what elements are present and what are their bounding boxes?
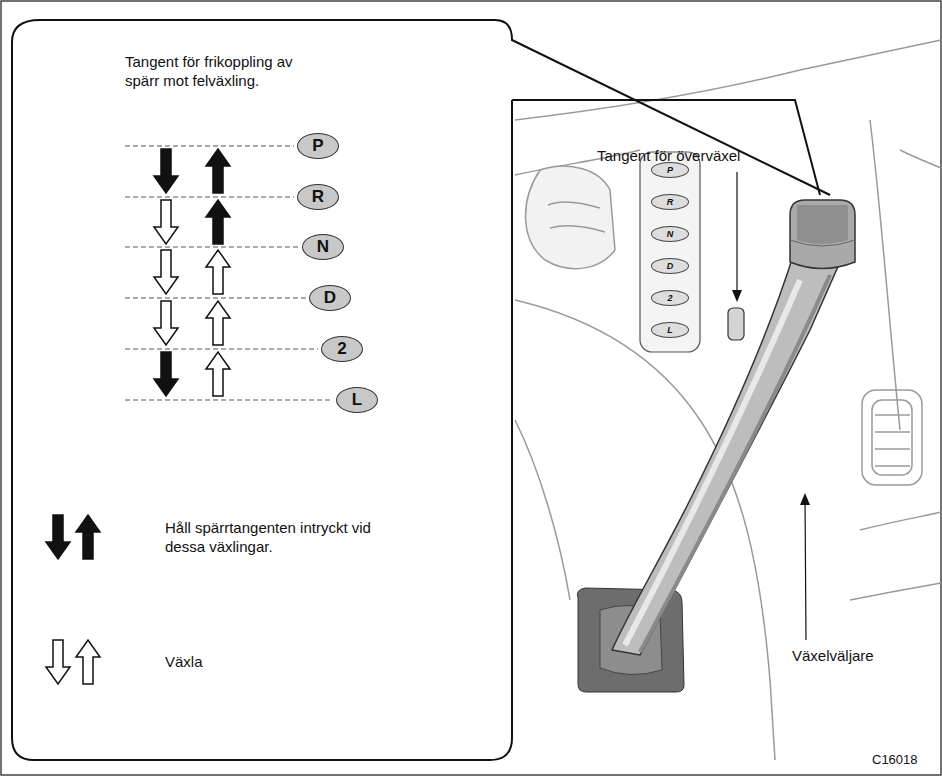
gear-position-oval: N — [302, 234, 344, 260]
gear-letter: R — [667, 195, 674, 209]
gear-letter: N — [317, 237, 329, 257]
part-label: Växelväljare — [792, 646, 932, 665]
callout-title: Tangent för frikoppling av spärr mot fel… — [125, 52, 315, 90]
gear-letter: D — [667, 259, 674, 273]
gear-position-oval: 2 — [321, 336, 363, 362]
gear-position-oval: R — [297, 184, 339, 210]
gear-letter: P — [667, 163, 673, 177]
legend-text: Växla — [165, 652, 365, 671]
gear-letter: D — [324, 288, 336, 308]
indicator-oval: D — [651, 258, 689, 274]
gear-letter: 2 — [337, 339, 346, 359]
gear-letter: P — [312, 136, 323, 156]
gear-letter: R — [312, 187, 324, 207]
indicator-oval: P — [651, 162, 689, 178]
legend-text: Håll spärrtangenten intryckt vid dessa v… — [165, 518, 395, 556]
gear-position-oval: L — [336, 387, 378, 413]
gear-letter: N — [667, 227, 674, 241]
indicator-oval: 2 — [651, 290, 689, 306]
gear-letter: 2 — [667, 291, 672, 305]
gear-letter: L — [352, 390, 362, 410]
indicator-oval: N — [651, 226, 689, 242]
part-label: Tangent för överväxel — [597, 146, 797, 165]
gear-letter: L — [667, 323, 673, 337]
gear-position-oval: D — [309, 285, 351, 311]
figure-code: C16018 — [872, 750, 938, 769]
indicator-oval: L — [651, 322, 689, 338]
indicator-oval: R — [651, 194, 689, 210]
gear-position-oval: P — [297, 133, 339, 159]
